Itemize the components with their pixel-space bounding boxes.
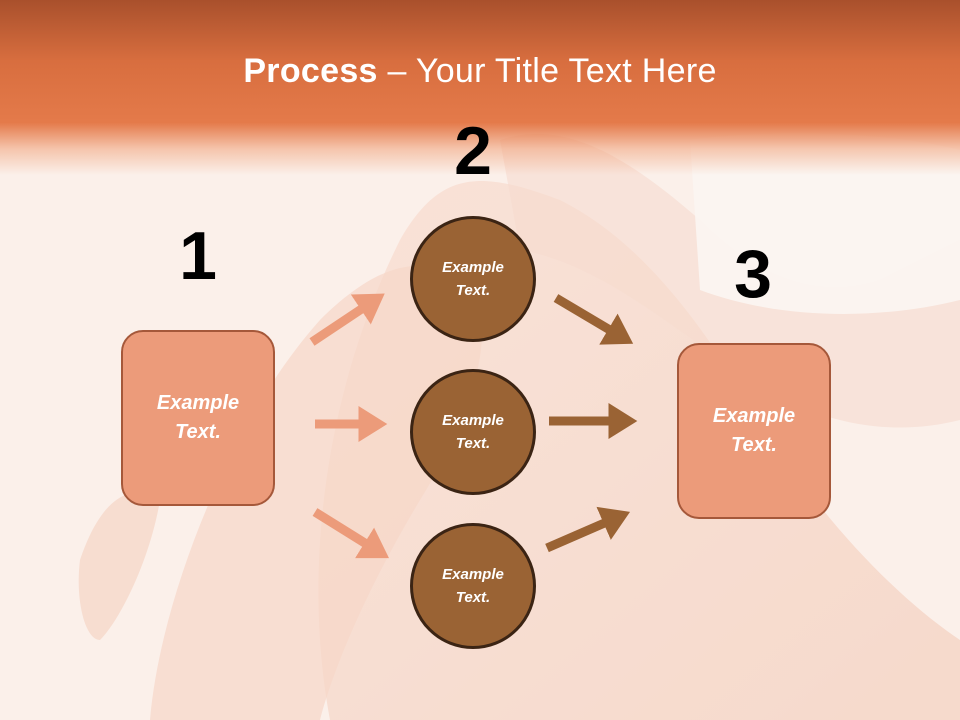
arrow-bottom-to-3: [545, 506, 631, 553]
slide-title: Process – Your Title Text Here: [0, 52, 960, 91]
circle-top-label: Example Text.: [442, 259, 504, 299]
step-3-label: Example Text.: [712, 405, 796, 456]
arrow-1-to-top: [309, 293, 385, 346]
arrow-1-to-bottom: [312, 508, 389, 559]
title-bold: Process: [243, 52, 378, 90]
step-number-1: 1: [179, 218, 217, 294]
title-banner: [0, 0, 960, 175]
arrow-top-to-3: [553, 294, 634, 345]
title-rest: – Your Title Text Here: [377, 52, 717, 90]
step-1-label: Example Text.: [156, 392, 240, 443]
circle-middle: Example Text.: [410, 369, 536, 495]
circle-middle-label: Example Text.: [442, 412, 504, 452]
step-number-2: 2: [454, 113, 492, 189]
step-number-3: 3: [734, 236, 772, 312]
step-3-box: Example Text.: [677, 343, 831, 519]
step-1-box: Example Text.: [121, 330, 275, 506]
circle-bottom-label: Example Text.: [442, 566, 504, 606]
circle-bottom: Example Text.: [410, 523, 536, 649]
circle-top: Example Text.: [410, 216, 536, 342]
